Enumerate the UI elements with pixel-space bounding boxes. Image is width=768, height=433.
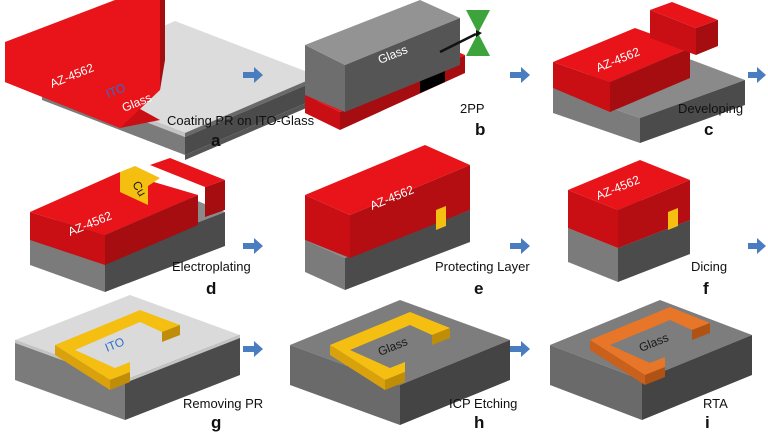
panel-b: Glass 2PP b <box>305 0 490 139</box>
panel-g: ITO Removing PR g <box>15 295 263 432</box>
photoresist-front <box>305 195 350 258</box>
photoresist-back-top <box>150 158 225 187</box>
annealed-ring-end <box>692 323 710 340</box>
photoresist-pillar-side <box>696 20 718 55</box>
ito-label: ITO <box>103 334 127 354</box>
metal-ring-side <box>385 372 405 390</box>
panel-c: AZ-4562 Developing c <box>553 2 745 143</box>
right-arrow-icon <box>243 67 263 83</box>
letter-i: i <box>705 413 710 432</box>
glass-front <box>568 228 618 282</box>
letter-a: a <box>211 131 221 150</box>
glass-front <box>550 345 642 420</box>
substrate-edge <box>15 335 240 383</box>
right-arrow-icon <box>748 238 766 254</box>
glass-front <box>305 45 345 112</box>
letter-d: d <box>206 279 216 298</box>
letter-h: h <box>474 413 484 432</box>
right-arrow-icon <box>748 67 766 83</box>
right-arrow-icon <box>243 341 263 357</box>
panel-e: AZ-4562 Protecting Layer e <box>305 145 530 298</box>
glass-front <box>305 240 345 290</box>
photoresist-side <box>610 48 690 112</box>
caption-a: Coating PR on ITO-Glass <box>167 113 315 128</box>
metal-ring-top <box>330 312 450 380</box>
substrate-side <box>125 335 240 420</box>
photoresist-top <box>305 145 470 215</box>
annealed-ring-top <box>590 307 710 375</box>
panel-a: AZ-4562 ITO Glass Coating PR on ITO-Glas… <box>5 0 318 160</box>
ito-label: ITO <box>104 80 128 100</box>
photoresist-back-side <box>205 180 225 217</box>
photoresist-block <box>5 0 165 128</box>
glass-side <box>185 80 318 155</box>
right-arrow-icon <box>510 341 530 357</box>
panel-d: Cu AZ-4562 Electroplating d <box>30 158 251 298</box>
glass-side <box>345 210 470 290</box>
metal-ring-front <box>55 345 110 390</box>
annealed-ring-side <box>645 367 665 385</box>
letter-c: c <box>704 120 713 139</box>
right-arrow-icon <box>510 238 530 254</box>
metal-ring-end <box>162 325 180 342</box>
substrate-front <box>15 340 125 420</box>
metal-ring-front <box>330 345 385 390</box>
photoresist-top <box>568 160 690 210</box>
glass-side <box>640 80 745 143</box>
metal-ring-end <box>432 328 450 345</box>
electroplated-metal <box>668 208 678 230</box>
glass-top <box>305 0 460 65</box>
caption-c: Developing <box>678 101 743 116</box>
electroplated-metal <box>436 206 446 230</box>
metal-ring-side <box>110 372 130 390</box>
caption-g: Removing PR <box>183 396 263 411</box>
letter-b: b <box>475 120 485 139</box>
panel-i: Glass RTA i <box>550 300 752 432</box>
right-arrow-icon <box>510 67 530 83</box>
glass-side <box>105 212 225 292</box>
glass-side <box>618 220 690 282</box>
glass-side <box>400 340 510 425</box>
photoresist-side <box>105 195 198 265</box>
caption-b: 2PP <box>460 101 485 116</box>
letter-e: e <box>474 279 483 298</box>
photoresist-front <box>568 190 618 248</box>
photoresist-pillar-front <box>650 10 696 55</box>
letter-f: f <box>703 279 709 298</box>
photoresist-side <box>160 0 165 90</box>
metal-ring-top <box>55 310 180 380</box>
caption-e: Protecting Layer <box>435 259 530 274</box>
metal-label: Cu <box>129 179 149 199</box>
caption-d: Electroplating <box>172 259 251 274</box>
photoresist-front <box>553 62 610 112</box>
photoresist-side <box>350 165 470 258</box>
panel-f: AZ-4562 Dicing f <box>568 160 727 298</box>
laser-beam-icon <box>439 10 490 56</box>
photoresist-front <box>30 212 105 265</box>
photoresist-front <box>305 95 340 130</box>
photoresist-top <box>30 172 198 235</box>
caption-i: RTA <box>703 396 728 411</box>
glass-front <box>553 88 640 143</box>
photoresist-top <box>553 28 690 82</box>
right-arrow-icon <box>243 238 263 254</box>
letter-g: g <box>211 413 221 432</box>
photoresist-pillar-top <box>650 2 718 28</box>
panel-h: Glass ICP Etching h <box>290 300 517 432</box>
glass-side <box>345 18 460 112</box>
annealed-ring-front <box>590 340 645 385</box>
caption-f: Dicing <box>691 259 727 274</box>
photoresist-side <box>618 180 690 248</box>
electroplated-metal <box>120 166 160 205</box>
caption-h: ICP Etching <box>449 396 517 411</box>
glass-front <box>290 345 400 425</box>
glass-side <box>642 335 752 420</box>
